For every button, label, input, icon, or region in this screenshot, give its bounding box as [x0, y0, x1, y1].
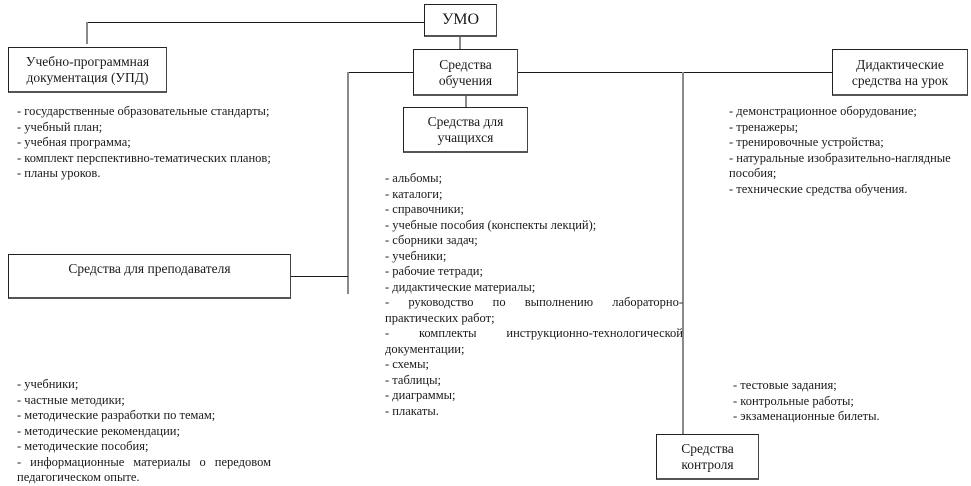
node-kontrol: Средства контроля	[656, 434, 759, 480]
list-item: - плакаты.	[385, 403, 439, 418]
list-upd: - государственные образовательные станда…	[17, 104, 307, 182]
node-dlya-uchashchikhsya: Средства для учащихся	[403, 107, 528, 153]
list-item: - контрольные работы;	[733, 393, 854, 408]
node-didakticheskie-line2: средства на урок	[851, 73, 949, 88]
list-item: - руководство по выполнению лабораторно-	[385, 295, 683, 309]
node-dlya-prepodavatelya: Средства для преподавателя	[8, 254, 291, 299]
list-item: - методические разработки по темам;	[17, 408, 216, 422]
list-item: - учебная программа;	[17, 135, 131, 149]
connector-left-trunk	[347, 72, 349, 294]
list-didakticheskie: - демонстрационное оборудование; - трена…	[729, 104, 969, 197]
list-item: - справочники;	[385, 202, 464, 216]
node-kontrol-line1: Средства	[681, 441, 734, 456]
list-item: - демонстрационное оборудование;	[729, 104, 917, 118]
list-item: - учебники;	[385, 248, 447, 263]
node-didakticheskie: Дидактические средства на урок	[832, 49, 968, 96]
list-kontrol: - тестовые задания; - контрольные работы…	[733, 378, 933, 425]
list-item: - рабочие тетради;	[385, 264, 483, 278]
list-item: пособия;	[729, 166, 777, 180]
list-item: педагогическом опыте.	[17, 470, 140, 484]
list-item: практических работ;	[385, 310, 495, 325]
list-uchashchiesya: - альбомы; - каталоги; - справочники; - …	[385, 171, 683, 419]
node-umo-label: УМО	[441, 11, 480, 28]
list-item: - тестовые задания;	[733, 378, 837, 392]
list-item: - методические пособия;	[17, 439, 149, 453]
list-item: - каталоги;	[385, 186, 443, 201]
list-item: - учебные пособия (конспекты лекций);	[385, 217, 597, 232]
list-item: - тренажеры;	[729, 119, 799, 134]
list-item: - методические рекомендации;	[17, 423, 180, 438]
node-dlya-prepodavatelya-line1: Средства для преподавателя	[68, 261, 231, 276]
list-item: - комплекты инструкционно-технологическо…	[385, 326, 683, 340]
list-item: - таблицы;	[385, 372, 441, 387]
connector-to-prepodavatel	[290, 276, 348, 277]
node-kontrol-line2: контроля	[681, 457, 734, 472]
list-item: - информационные материалы о передовом	[17, 454, 271, 469]
node-sredstva-obucheniya: Средства обучения	[413, 49, 518, 96]
connector-sredstva-left	[347, 72, 416, 73]
list-item: - планы уроков.	[17, 166, 101, 180]
node-upd: Учебно-программная документация (УПД)	[8, 47, 167, 93]
connector-sredstva-right	[517, 72, 835, 73]
list-item: - частные методики;	[17, 392, 125, 407]
connector-right-trunk	[682, 72, 684, 434]
node-umo: УМО	[424, 4, 497, 37]
list-item: - учебный план;	[17, 119, 103, 134]
list-item: - альбомы;	[385, 171, 443, 185]
list-prepodavatel: - учебники; - частные методики; - методи…	[17, 377, 271, 486]
connector-umo-to-upd	[86, 22, 426, 23]
list-item: - диаграммы;	[385, 388, 456, 402]
node-upd-line1: Учебно-программная	[25, 54, 150, 69]
list-item: - дидактические материалы;	[385, 279, 536, 294]
connector-umo-to-sredstva	[459, 35, 461, 49]
node-didakticheskie-line1: Дидактические	[856, 57, 944, 72]
node-upd-line2: документация (УПД)	[26, 70, 149, 85]
list-item: - технические средства обучения.	[729, 181, 908, 196]
list-item: - государственные образовательные станда…	[17, 104, 270, 118]
list-item: - натуральные изобразительно-наглядные	[729, 150, 951, 165]
list-item: - схемы;	[385, 357, 429, 371]
list-item: документации;	[385, 341, 465, 356]
node-sredstva-obucheniya-line2: обучения	[438, 73, 493, 88]
list-item: - сборники задач;	[385, 233, 478, 247]
node-dlya-uchashchikhsya-line2: учащихся	[437, 130, 494, 145]
list-item: - комплект перспективно-тематических пла…	[17, 150, 271, 165]
list-item: - учебники;	[17, 377, 79, 391]
connector-upd-drop	[86, 22, 88, 44]
connector-sredstva-to-uchashchiesya	[465, 95, 467, 108]
node-sredstva-obucheniya-line1: Средства	[439, 57, 492, 72]
list-item: - экзаменационные билеты.	[733, 409, 880, 423]
list-item: - тренировочные устройства;	[729, 135, 884, 149]
node-dlya-uchashchikhsya-line1: Средства для	[427, 114, 504, 129]
